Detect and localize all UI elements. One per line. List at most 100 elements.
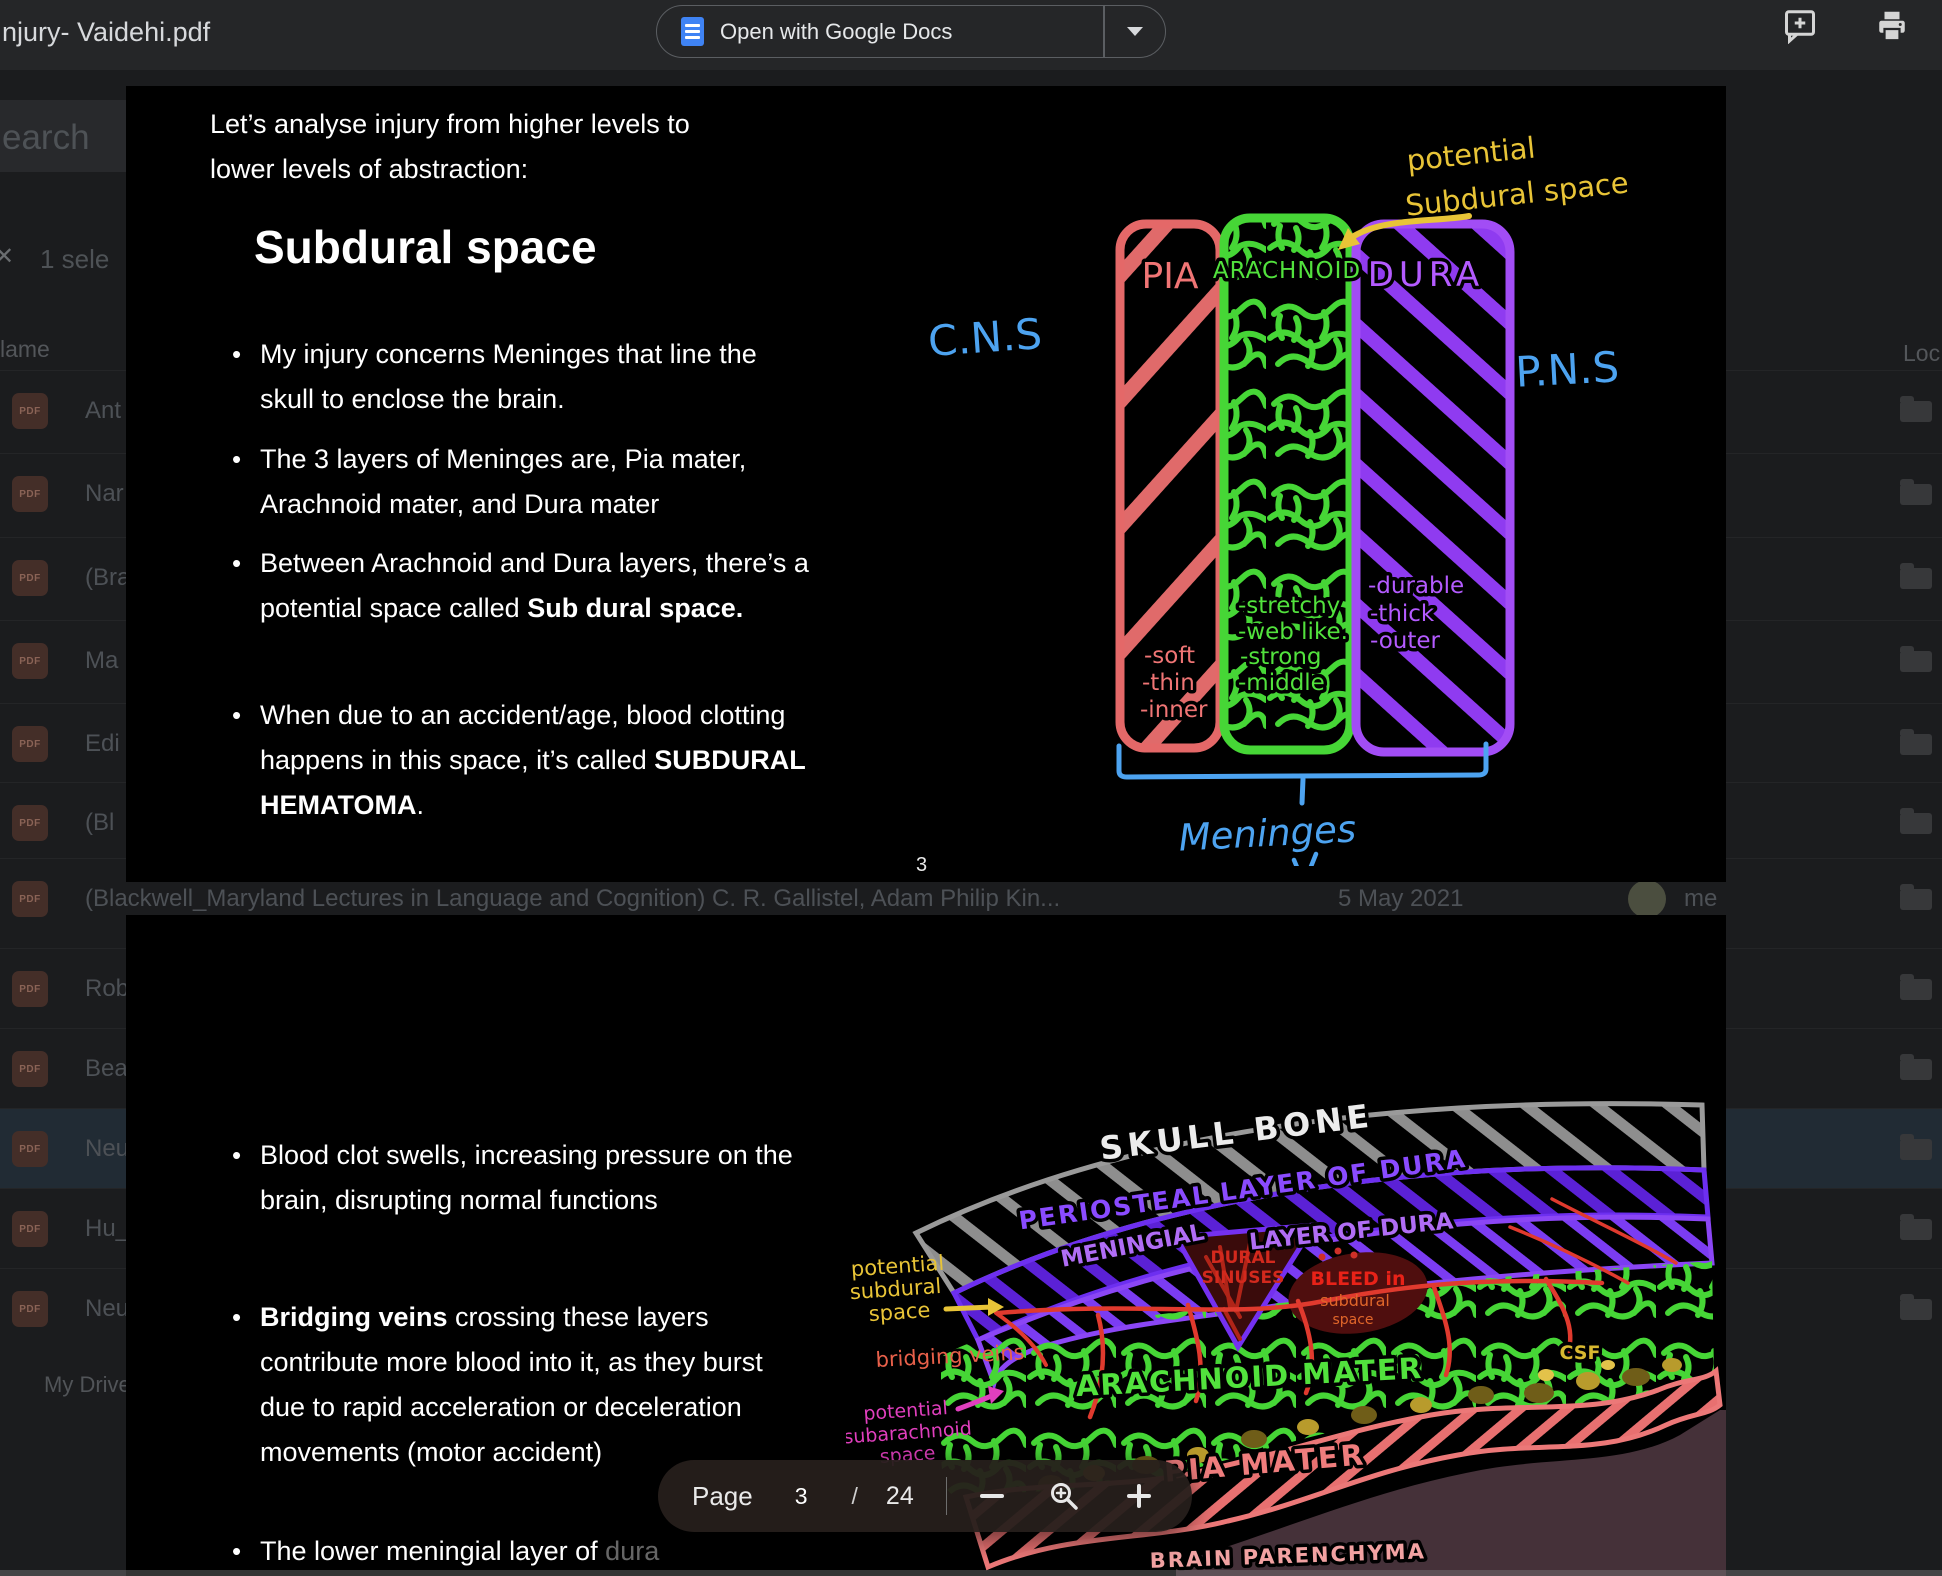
add-comment-button[interactable]: [1782, 8, 1818, 44]
file-name: Hu_: [85, 1215, 130, 1242]
folder-icon: [1900, 808, 1932, 834]
subarachnoid-arrowhead: [988, 1386, 1004, 1404]
list-item: • Blood clot swells, increasing pressure…: [232, 1133, 838, 1223]
dura-property: -durable: [1368, 573, 1464, 599]
document-title: njury- Vaidehi.pdf: [2, 17, 211, 47]
brain-parenchyma: [1176, 1410, 1726, 1576]
bullet-marker: •: [232, 339, 242, 369]
preview-toolbar: njury- Vaidehi.pdf Open with Google Docs: [0, 0, 1942, 70]
bullet-marker: •: [232, 548, 242, 578]
location-column-header[interactable]: Loc: [1903, 340, 1941, 366]
folder-icon: [1900, 646, 1932, 672]
chevron-down-icon: [1127, 27, 1143, 36]
dura-property: -outer: [1370, 628, 1441, 654]
dura-label: DURA: [1368, 255, 1485, 295]
pdf-file-icon: PDF: [12, 1211, 48, 1247]
my-drive-breadcrumb[interactable]: My Drive: [44, 1372, 131, 1397]
selection-count: 1 sele: [40, 244, 110, 274]
owner-avatar: [1628, 880, 1666, 918]
subdural-arrow: [1351, 213, 1472, 239]
pdf-page-4: • Blood clot swells, increasing pressure…: [126, 915, 1726, 1576]
page-total: 24: [885, 1481, 914, 1510]
bullet-marker: •: [232, 444, 242, 474]
list-item: • The lower meningial layer of dura: [232, 1529, 838, 1574]
file-name: Ant: [85, 397, 122, 424]
minus-icon: [980, 1494, 1005, 1498]
page-input[interactable]: 3: [794, 1482, 808, 1509]
pdf-page-3: Let’s analyse injury from higher levels …: [126, 86, 1726, 882]
bleed-label: space: [1332, 1312, 1373, 1328]
open-with-label: Open with Google Docs: [720, 18, 953, 44]
pdf-file-icon: PDF: [12, 971, 48, 1007]
subdural-space-arrowhead: [988, 1298, 1004, 1316]
page-title: Subdural space: [254, 221, 597, 273]
pdf-file-icon: PDF: [12, 881, 48, 917]
slide-page-number: 3: [916, 854, 928, 876]
pia-property: -inner: [1140, 697, 1208, 723]
folder-icon: [1900, 974, 1932, 1000]
subdural-arrowhead: [1338, 228, 1360, 250]
dural-sinuses-label: SINUSES: [1202, 1268, 1285, 1288]
zoom-tool-button[interactable]: [1045, 1477, 1083, 1515]
folder-icon: [1900, 729, 1932, 755]
pia-property: -soft: [1144, 643, 1195, 669]
zoom-out-button[interactable]: [973, 1477, 1011, 1515]
dural-sinuses-label: DURAL: [1211, 1248, 1276, 1268]
csf-label: CSF: [1560, 1342, 1601, 1364]
dura-column: [1351, 219, 1515, 757]
file-name: Neu: [85, 1135, 130, 1162]
folder-icon: [1900, 563, 1932, 589]
list-item: • My injury concerns Meninges that line …: [232, 332, 838, 422]
file-date: 5 May 2021: [1338, 885, 1464, 912]
google-docs-icon: [681, 17, 704, 46]
bullet-marker: •: [232, 1536, 242, 1566]
bullet-marker: •: [232, 1302, 242, 1332]
folder-icon: [1900, 1054, 1932, 1080]
pdf-file-icon: PDF: [12, 1291, 48, 1327]
pns-label: P.N.S: [1514, 342, 1620, 396]
bullet-marker: •: [232, 700, 242, 730]
bridging-veins: [994, 1197, 1678, 1420]
intro-text: Let’s analyse injury from higher levels …: [210, 109, 690, 184]
sinus-vessels: [1204, 1241, 1252, 1341]
pdf-file-icon: PDF: [12, 726, 48, 762]
arachnoid-property: -middle: [1238, 670, 1325, 696]
list-item: • When due to an accident/age, blood clo…: [232, 693, 838, 828]
pdf-file-icon: PDF: [12, 476, 48, 512]
pia-property: -thin: [1142, 670, 1195, 696]
plus-icon: [1127, 1484, 1152, 1508]
csf-blobs: [1038, 1358, 1682, 1495]
folder-icon: [1900, 884, 1932, 910]
arachnoid-property: -stretchy: [1238, 593, 1340, 619]
file-name: (Bl: [85, 809, 115, 836]
folder-icon: [1900, 1294, 1932, 1320]
arachnoid-web-zone: [941, 1261, 1714, 1498]
arachnoid-column: [1219, 213, 1355, 755]
meninges-bracket: [1116, 741, 1489, 780]
print-button[interactable]: [1874, 8, 1910, 44]
bracket-tick: [1299, 776, 1306, 806]
arachnoid-property: -strong: [1240, 644, 1322, 670]
search-input-text: earch: [2, 118, 90, 157]
page-label: Page: [692, 1480, 753, 1511]
file-name: Nar: [85, 480, 124, 507]
list-item: • Bridging veins crossing these layers c…: [232, 1295, 838, 1475]
bullet-marker: •: [232, 1140, 242, 1170]
folder-icon: [1900, 1214, 1932, 1240]
open-with-google-docs-button[interactable]: Open with Google Docs: [656, 5, 1166, 58]
close-icon[interactable]: ✕: [0, 243, 15, 270]
list-item-clipped: is main part of folds of d: [232, 1567, 838, 1576]
subdural-annotation: potential: [1405, 130, 1537, 177]
open-with-dropdown-button[interactable]: [1105, 6, 1165, 57]
pia-label: PIA: [1142, 256, 1199, 297]
name-column-header[interactable]: lame: [0, 336, 50, 362]
file-name: Ma: [85, 647, 119, 674]
scrollbar-strip[interactable]: [0, 1570, 1942, 1576]
zoom-in-button[interactable]: [1120, 1477, 1158, 1515]
pill-divider: [1103, 6, 1105, 57]
pdf-file-icon: PDF: [12, 560, 48, 596]
file-name: Edi: [85, 730, 120, 757]
bleed-label: subdural: [1320, 1291, 1390, 1310]
bleed-label: BLEED in: [1311, 1268, 1406, 1290]
